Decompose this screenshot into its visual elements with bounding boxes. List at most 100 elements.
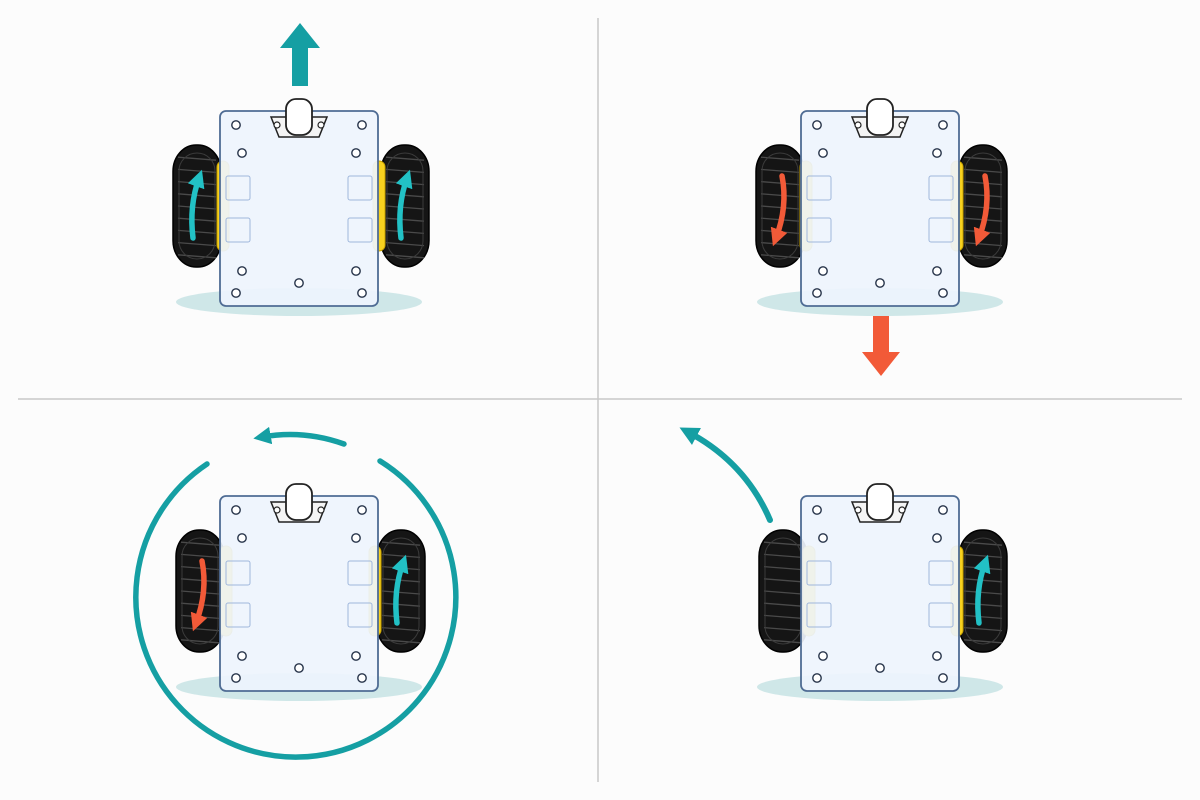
tread-line — [381, 590, 421, 595]
mounting-hole — [231, 673, 241, 683]
mounting-hole — [818, 148, 828, 158]
tread-line — [385, 241, 425, 247]
tread-line — [177, 254, 217, 259]
mounting-hole — [237, 533, 247, 543]
wheel-reverse-arrow-icon — [973, 173, 991, 247]
motor-mount — [347, 560, 373, 586]
tire-inner-ring — [178, 152, 216, 260]
robot-pivot-turn-left — [757, 483, 1008, 701]
mounting-hole — [938, 120, 948, 130]
chassis-plate — [800, 495, 960, 692]
tread-line — [963, 180, 1003, 186]
tread-line — [381, 614, 421, 620]
caster-screw — [273, 506, 281, 514]
motor-mount — [928, 602, 954, 628]
straight-up-arrow-icon — [280, 23, 320, 86]
mounting-hole — [875, 663, 885, 673]
mounting-hole — [357, 120, 367, 130]
tread-line — [763, 639, 803, 644]
tread-line — [963, 193, 1003, 198]
wheel-reverse-arrow-icon — [770, 173, 788, 247]
mounting-hole — [932, 533, 942, 543]
wheel — [380, 144, 430, 268]
tread-line — [963, 626, 1003, 632]
wheel — [758, 529, 808, 653]
chassis-plate — [800, 110, 960, 307]
wheel-forward-arrow-icon — [391, 554, 409, 626]
wheel — [376, 529, 426, 653]
mounting-hole — [932, 651, 942, 661]
caster-screw — [317, 506, 325, 514]
tread-line — [763, 565, 803, 571]
motor-mount — [928, 217, 954, 243]
tread-line — [963, 168, 1003, 174]
tread-line — [760, 168, 800, 174]
tread-line — [385, 254, 425, 259]
motor-mount — [928, 175, 954, 201]
mounting-hole — [932, 148, 942, 158]
mounting-hole — [294, 278, 304, 288]
tread-line — [180, 590, 220, 595]
caster-ball — [866, 483, 894, 521]
mounting-hole — [357, 673, 367, 683]
motor-mount — [225, 175, 251, 201]
mounting-hole — [938, 288, 948, 298]
motor-mount — [225, 217, 251, 243]
wheel-forward-arrow-icon — [973, 554, 991, 626]
motor-mount — [806, 560, 832, 586]
wheel — [755, 144, 805, 268]
tread-line — [763, 602, 803, 607]
straight-down-arrow-icon — [862, 316, 900, 376]
mounting-hole — [237, 148, 247, 158]
mounting-hole — [812, 673, 822, 683]
motor-mount — [347, 175, 373, 201]
tread-line — [963, 614, 1003, 620]
robot-drive-forward — [172, 98, 430, 316]
tread-line — [180, 578, 220, 583]
motor-mount — [347, 602, 373, 628]
wheel-forward-arrow-icon — [187, 169, 205, 241]
tread-line — [963, 590, 1003, 595]
motor-mount — [347, 217, 373, 243]
tread-line — [381, 626, 421, 632]
mounting-hole — [294, 663, 304, 673]
tread-line — [760, 205, 800, 210]
motor-mount — [806, 217, 832, 243]
mounting-hole — [351, 651, 361, 661]
curved-left-arrow-icon — [679, 427, 773, 523]
mounting-hole — [812, 120, 822, 130]
tread-line — [963, 254, 1003, 259]
mounting-hole — [231, 505, 241, 515]
caster-screw — [854, 506, 862, 514]
wheel — [175, 529, 225, 653]
motor-mount — [225, 602, 251, 628]
motor-mount — [806, 602, 832, 628]
caster-screw — [854, 121, 862, 129]
caster-wheel — [269, 98, 329, 138]
tread-line — [963, 602, 1003, 607]
tread-line — [381, 639, 421, 644]
tread-line — [763, 614, 803, 620]
tread-line — [177, 205, 217, 210]
mounting-hole — [231, 288, 241, 298]
tire-inner-ring — [181, 537, 219, 645]
wheel — [172, 144, 222, 268]
chassis-plate — [219, 495, 379, 692]
tread-line — [385, 217, 425, 222]
mounting-hole — [818, 533, 828, 543]
tire-inner-ring — [761, 152, 799, 260]
tread-line — [177, 229, 217, 235]
motor-mount — [225, 560, 251, 586]
caster-ball — [285, 98, 313, 136]
mounting-hole — [351, 266, 361, 276]
chassis-plate — [219, 110, 379, 307]
tread-line — [963, 639, 1003, 644]
wheel — [958, 144, 1008, 268]
tread-line — [760, 180, 800, 186]
tread-line — [763, 626, 803, 632]
tire-inner-ring — [964, 537, 1002, 645]
rotation-circle — [133, 458, 459, 760]
mounting-hole — [357, 505, 367, 515]
mounting-hole — [351, 148, 361, 158]
